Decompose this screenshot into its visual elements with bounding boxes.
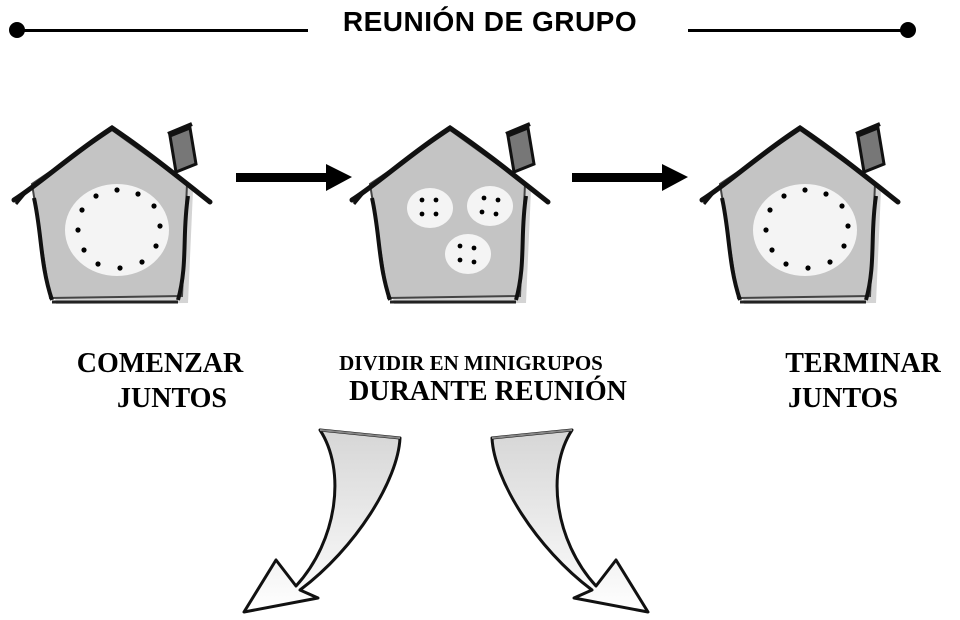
right-arrow-icon xyxy=(236,164,352,191)
curved-down-arrow-icon xyxy=(242,428,402,614)
title-right-dot xyxy=(900,22,916,38)
house-icon xyxy=(14,124,210,304)
meeting-circle xyxy=(65,184,169,276)
right-arrow-icon xyxy=(572,164,688,191)
participant-dots xyxy=(763,187,851,271)
participant-dots xyxy=(75,187,163,271)
house-icon xyxy=(702,124,898,304)
meeting-circle xyxy=(753,184,857,276)
stage-label-line1: DIVIDIR EN MINIGRUPOS xyxy=(339,351,603,375)
minigroup-circle xyxy=(445,234,491,274)
minigroup-circle xyxy=(467,186,513,226)
stage-label-start: COMENZAR JUNTOS xyxy=(40,346,280,416)
stage-label-line1: TERMINAR xyxy=(785,348,941,379)
title-left-line xyxy=(18,29,308,32)
title-right-line xyxy=(688,29,910,32)
stage-label-middle: DIVIDIR EN MINIGRUPOS DURANTE REUNIÓN xyxy=(288,350,688,409)
title-left-dot xyxy=(9,22,25,38)
curved-down-arrow-icon xyxy=(490,428,650,614)
stage-label-end: TERMINAR JUNTOS xyxy=(735,346,960,416)
stage-label-line1: COMENZAR xyxy=(76,348,244,379)
stage-label-line2: DURANTE REUNIÓN xyxy=(349,376,627,408)
house-icon xyxy=(352,124,548,304)
diagram-title: REUNIÓN DE GRUPO xyxy=(342,6,638,37)
stage-label-line2: JUNTOS xyxy=(117,383,227,414)
stage-label-line2: JUNTOS xyxy=(788,383,898,414)
minigroup-circle xyxy=(407,188,453,228)
participant-dots xyxy=(419,195,501,265)
